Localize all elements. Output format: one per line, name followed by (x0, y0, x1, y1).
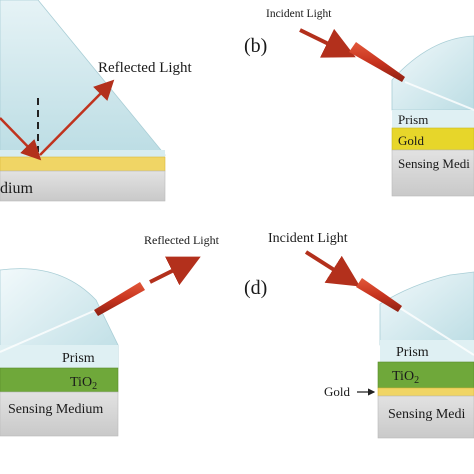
tio2-label: TiO2 (392, 369, 419, 386)
sensing-medium-label: dium (0, 180, 33, 197)
incident-beam-cone (356, 278, 402, 312)
sensing-medium-label: Sensing Medi (398, 156, 470, 171)
panel-c: Reflected Light Prism TiO2 Sensing Mediu… (0, 233, 220, 437)
reflected-light-label: Reflected Light (98, 60, 193, 76)
incident-arrow (304, 250, 361, 287)
incident-beam-cone (349, 42, 405, 82)
reflected-light-label: Reflected Light (144, 233, 220, 247)
panel-b: Incident Light (b) Prism Gold Sensing Me… (244, 8, 474, 197)
tio2-main: TiO (70, 375, 92, 390)
sensing-medium-layer (391, 149, 474, 197)
light-path-inside-prism (0, 309, 97, 353)
prism-triangle (0, 0, 166, 156)
prism-label: Prism (62, 351, 95, 366)
prism-label: Prism (398, 112, 428, 127)
incident-ray (0, 117, 42, 161)
prism-layer (392, 110, 474, 128)
panel-a: Reflected Light dium (0, 0, 193, 202)
tio2-subscript: 2 (92, 381, 97, 392)
light-path-inside-prism (404, 81, 474, 111)
incident-arrow (299, 28, 356, 58)
gold-label: Gold (398, 133, 425, 148)
prism-label: Prism (396, 345, 429, 360)
sensing-medium-layer (377, 395, 474, 439)
gold-layer (0, 156, 166, 172)
tio2-label: TiO2 (70, 375, 97, 392)
panel-letter: (d) (244, 277, 267, 299)
sensing-medium-label: Sensing Medi (388, 407, 466, 422)
reflected-beam-cone (94, 282, 145, 316)
gold-label: Gold (324, 384, 351, 399)
panel-letter: (b) (244, 35, 267, 57)
sensing-medium-label: Sensing Medium (8, 402, 103, 417)
panel-d: Incident Light (d) Prism TiO2 Gold Sensi… (244, 231, 474, 439)
prism-layer (0, 345, 118, 368)
incident-light-label: Incident Light (268, 231, 348, 246)
prism-layer (380, 340, 474, 362)
tio2-main: TiO (392, 369, 414, 384)
prism-bottom-face (0, 150, 165, 157)
tio2-layer (0, 367, 119, 393)
sensing-medium-layer (0, 170, 166, 202)
sensing-medium-layer (0, 391, 119, 437)
light-path-inside-prism (399, 307, 474, 356)
incident-light-label: Incident Light (266, 8, 332, 20)
reflected-arrow (149, 256, 201, 286)
reflected-ray (39, 79, 115, 156)
tio2-layer (377, 361, 474, 389)
gold-layer (377, 387, 474, 397)
prism-dome (391, 35, 474, 111)
tio2-subscript: 2 (414, 375, 419, 386)
